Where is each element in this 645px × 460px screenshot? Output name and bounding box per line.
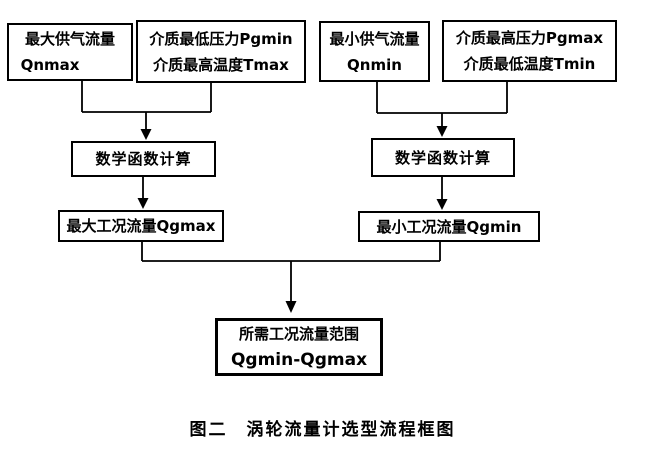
node-result-line1: 所需工况流量范围 [238, 325, 359, 343]
node-pgmin-tmax-line1: 介质最低压力Pgmin [149, 29, 293, 48]
node-qnmin-line1: 最小供气流量 [329, 29, 420, 48]
arrowhead-icon [140, 129, 152, 140]
arrowhead-icon [436, 126, 448, 137]
node-pgmax-tmin-line1: 介质最高压力Pgmax [455, 29, 604, 47]
node-qnmin-line2: Qnmin [347, 55, 402, 74]
node-qgmax-label: 最大工况流量Qgmax [66, 217, 216, 235]
node-result-line2: Qgmin-Qgmax [230, 350, 368, 370]
figure-caption: 图二 涡轮流量计选型流程框图 [189, 420, 456, 440]
node-pgmin-tmax-line2: 介质最高温度Tmax [153, 55, 289, 74]
connector-path [81, 81, 508, 302]
node-qgmin-label: 最小工况流量Qgmin [376, 217, 522, 236]
arrowhead-icon [436, 199, 448, 210]
node-qnmax: 最大供气流量 Qnmax [7, 23, 133, 81]
node-pgmin-tmax: 介质最低压力Pgmin 介质最高温度Tmax [136, 20, 306, 83]
node-calc-left: 数学函数计算 [71, 141, 216, 177]
node-qgmin: 最小工况流量Qgmin [358, 211, 540, 242]
node-pgmax-tmin-line2: 介质最低温度Tmin [463, 55, 596, 73]
node-qnmin: 最小供气流量 Qnmin [319, 21, 430, 82]
arrowhead-icon [137, 198, 149, 209]
node-pgmax-tmin: 介质最高压力Pgmax 介质最低温度Tmin [442, 20, 617, 82]
node-qnmax-line1: 最大供气流量 [24, 30, 115, 48]
node-qgmax: 最大工况流量Qgmax [58, 210, 224, 242]
node-result-range: 所需工况流量范围 Qgmin-Qgmax [215, 318, 383, 376]
node-calc-right: 数学函数计算 [371, 138, 515, 177]
node-calc-left-label: 数学函数计算 [95, 150, 192, 168]
arrowhead-icon [285, 301, 297, 313]
node-qnmax-line2: Qnmax [20, 56, 80, 74]
node-calc-right-label: 数学函数计算 [394, 148, 491, 167]
